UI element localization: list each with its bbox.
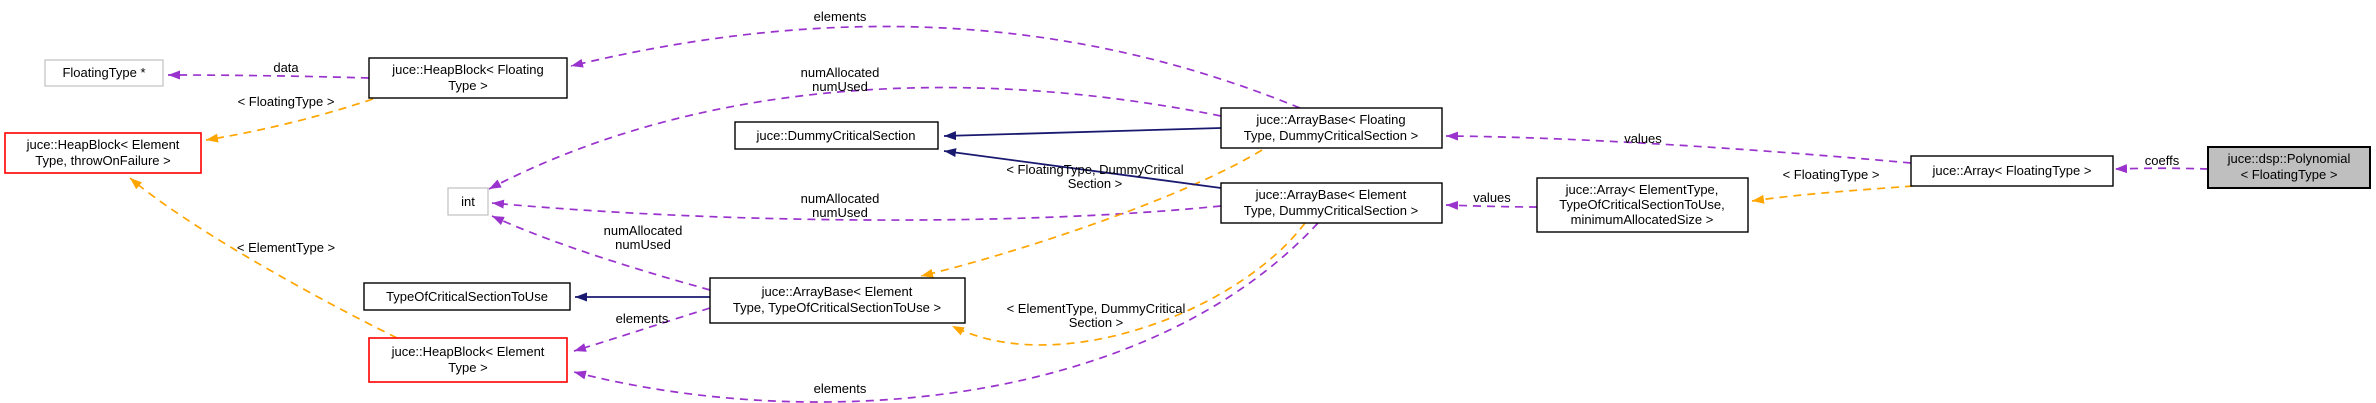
edge-values-top bbox=[1445, 131, 1912, 164]
node-box-heapblock-floating[interactable] bbox=[368, 57, 568, 99]
edge-elements-mid bbox=[573, 307, 711, 352]
edge-label-template-elementtype: < ElementType > bbox=[237, 240, 335, 255]
node-label-array-element-tocs-min-line2: TypeOfCriticalSectionToUse, bbox=[1559, 197, 1724, 212]
node-label-array-element-tocs-min-line1: juce::Array< ElementType, bbox=[1565, 182, 1719, 197]
node-label-polynomial-line2: < FloatingType > bbox=[2241, 167, 2338, 182]
node-label-heapblock-element-line1: juce::HeapBlock< Element bbox=[391, 344, 545, 359]
node-label-type-of-critical-section-to-use: TypeOfCriticalSectionToUse bbox=[386, 289, 548, 304]
edge-label-values-bottom: values bbox=[1473, 190, 1511, 205]
edge-data bbox=[167, 70, 370, 80]
node-label-dummy-critical-section: juce::DummyCriticalSection bbox=[756, 128, 916, 143]
node-label-floating-type-ptr: FloatingType * bbox=[62, 65, 145, 80]
edge-label-values-top: values bbox=[1624, 131, 1662, 146]
node-box-heapblock-element-throwonfailure[interactable] bbox=[4, 132, 202, 174]
edge-label-coeffs: coeffs bbox=[2145, 153, 2180, 168]
edge-label-data: data bbox=[273, 60, 299, 75]
node-box-array-element-tocs-min[interactable] bbox=[1536, 177, 1749, 233]
node-box-heapblock-element[interactable] bbox=[368, 337, 568, 383]
edge-label-numused-1: numUsed bbox=[812, 79, 868, 94]
node-label-arraybase-element-tocs-line1: juce::ArrayBase< Element bbox=[761, 284, 913, 299]
class-node-int: int bbox=[447, 187, 489, 216]
edge-values-bottom bbox=[1445, 200, 1538, 210]
edge-elements-bottom bbox=[573, 222, 1319, 403]
node-label-heapblock-element-throwonfailure-line1: juce::HeapBlock< Element bbox=[26, 137, 180, 152]
class-node-floating-type-ptr: FloatingType * bbox=[44, 59, 164, 87]
edge-template-arraybase-element bbox=[951, 222, 1306, 346]
edge-label-numallocated-2: numAllocated bbox=[801, 191, 880, 206]
node-box-arraybase-floating-dummy[interactable] bbox=[1220, 107, 1443, 149]
edge-label-elements-top: elements bbox=[814, 9, 867, 24]
edge-label-template-floating-dummy-line1: < FloatingType, DummyCritical bbox=[1006, 162, 1183, 177]
edge-label-template-floatingtype-right: < FloatingType > bbox=[1783, 167, 1880, 182]
edge-inherit-arraybase-floating-dummy bbox=[943, 127, 1222, 141]
node-label-array-floating: juce::Array< FloatingType > bbox=[1932, 163, 2092, 178]
node-box-polynomial[interactable] bbox=[2207, 146, 2371, 189]
edge-label-template-element-dummy-line1: < ElementType, DummyCritical bbox=[1007, 301, 1186, 316]
edge-label-template-floating-dummy-line2: Section > bbox=[1068, 176, 1123, 191]
edge-template-heapblock-floating bbox=[205, 98, 374, 143]
edge-label-template-floatingtype-left: < FloatingType > bbox=[238, 94, 335, 109]
edge-numallocated-top bbox=[488, 86, 1222, 190]
edge-template-array-floating bbox=[1751, 185, 1914, 204]
node-box-array-floating[interactable] bbox=[1910, 155, 2114, 187]
class-node-heapblock-element-throwonfailure: juce::HeapBlock< Element Type, throwOnFa… bbox=[4, 132, 202, 174]
node-label-arraybase-floating-dummy-line1: juce::ArrayBase< Floating bbox=[1255, 112, 1405, 127]
node-label-arraybase-element-tocs-line2: Type, TypeOfCriticalSectionToUse > bbox=[733, 300, 941, 315]
edge-template-arraybase-floating bbox=[920, 149, 1263, 278]
node-label-heapblock-element-throwonfailure-line2: Type, throwOnFailure > bbox=[35, 153, 170, 168]
node-box-int[interactable] bbox=[447, 187, 489, 216]
node-label-arraybase-element-dummy-line2: Type, DummyCriticalSection > bbox=[1244, 203, 1418, 218]
node-label-heapblock-floating-line2: Type > bbox=[448, 78, 487, 93]
class-node-arraybase-element-dummy: juce::ArrayBase< Element Type, DummyCrit… bbox=[1220, 182, 1443, 224]
class-node-dummy-critical-section: juce::DummyCriticalSection bbox=[734, 121, 939, 150]
edge-label-template-element-dummy-line2: Section > bbox=[1069, 315, 1124, 330]
edge-coeffs bbox=[2114, 164, 2209, 174]
edge-elements-top bbox=[570, 25, 1301, 109]
class-node-heapblock-element: juce::HeapBlock< Element Type > bbox=[368, 337, 568, 383]
node-box-dummy-critical-section[interactable] bbox=[734, 121, 939, 150]
node-label-arraybase-floating-dummy-line2: Type, DummyCriticalSection > bbox=[1244, 128, 1418, 143]
node-box-floating-type-ptr[interactable] bbox=[44, 59, 164, 87]
node-label-arraybase-element-dummy-line1: juce::ArrayBase< Element bbox=[1255, 187, 1407, 202]
edge-numallocated-bottom bbox=[491, 215, 711, 291]
class-node-array-floating: juce::Array< FloatingType > bbox=[1910, 155, 2114, 187]
edge-label-numused-3: numUsed bbox=[615, 237, 671, 252]
node-box-type-of-critical-section-to-use[interactable] bbox=[363, 282, 571, 311]
node-label-array-element-tocs-min-line3: minimumAllocatedSize > bbox=[1571, 212, 1714, 227]
class-node-heapblock-floating: juce::HeapBlock< Floating Type > bbox=[368, 57, 568, 99]
node-label-polynomial-line1: juce::dsp::Polynomial bbox=[2227, 151, 2351, 166]
node-box-arraybase-element-tocs[interactable] bbox=[709, 277, 966, 324]
edge-label-elements-mid: elements bbox=[616, 311, 669, 326]
class-node-array-element-tocs-min: juce::Array< ElementType, TypeOfCritical… bbox=[1536, 177, 1749, 233]
node-label-heapblock-floating-line1: juce::HeapBlock< Floating bbox=[391, 62, 543, 77]
node-label-heapblock-element-line2: Type > bbox=[448, 360, 487, 375]
edge-label-numallocated-1: numAllocated bbox=[801, 65, 880, 80]
edge-label-numused-2: numUsed bbox=[812, 205, 868, 220]
node-label-int: int bbox=[461, 194, 475, 209]
class-node-polynomial-current: juce::dsp::Polynomial < FloatingType > bbox=[2207, 146, 2371, 189]
edge-label-numallocated-3: numAllocated bbox=[604, 223, 683, 238]
edge-template-heapblock-element bbox=[129, 177, 398, 339]
class-node-arraybase-element-tocs: juce::ArrayBase< Element Type, TypeOfCri… bbox=[709, 277, 966, 324]
node-box-arraybase-element-dummy[interactable] bbox=[1220, 182, 1443, 224]
class-node-type-of-critical-section-to-use: TypeOfCriticalSectionToUse bbox=[363, 282, 571, 311]
edge-label-elements-bottom: elements bbox=[814, 381, 867, 396]
edge-inherit-arraybase-element-dummy bbox=[943, 148, 1222, 189]
class-node-arraybase-floating-dummy: juce::ArrayBase< Floating Type, DummyCri… bbox=[1220, 107, 1443, 149]
